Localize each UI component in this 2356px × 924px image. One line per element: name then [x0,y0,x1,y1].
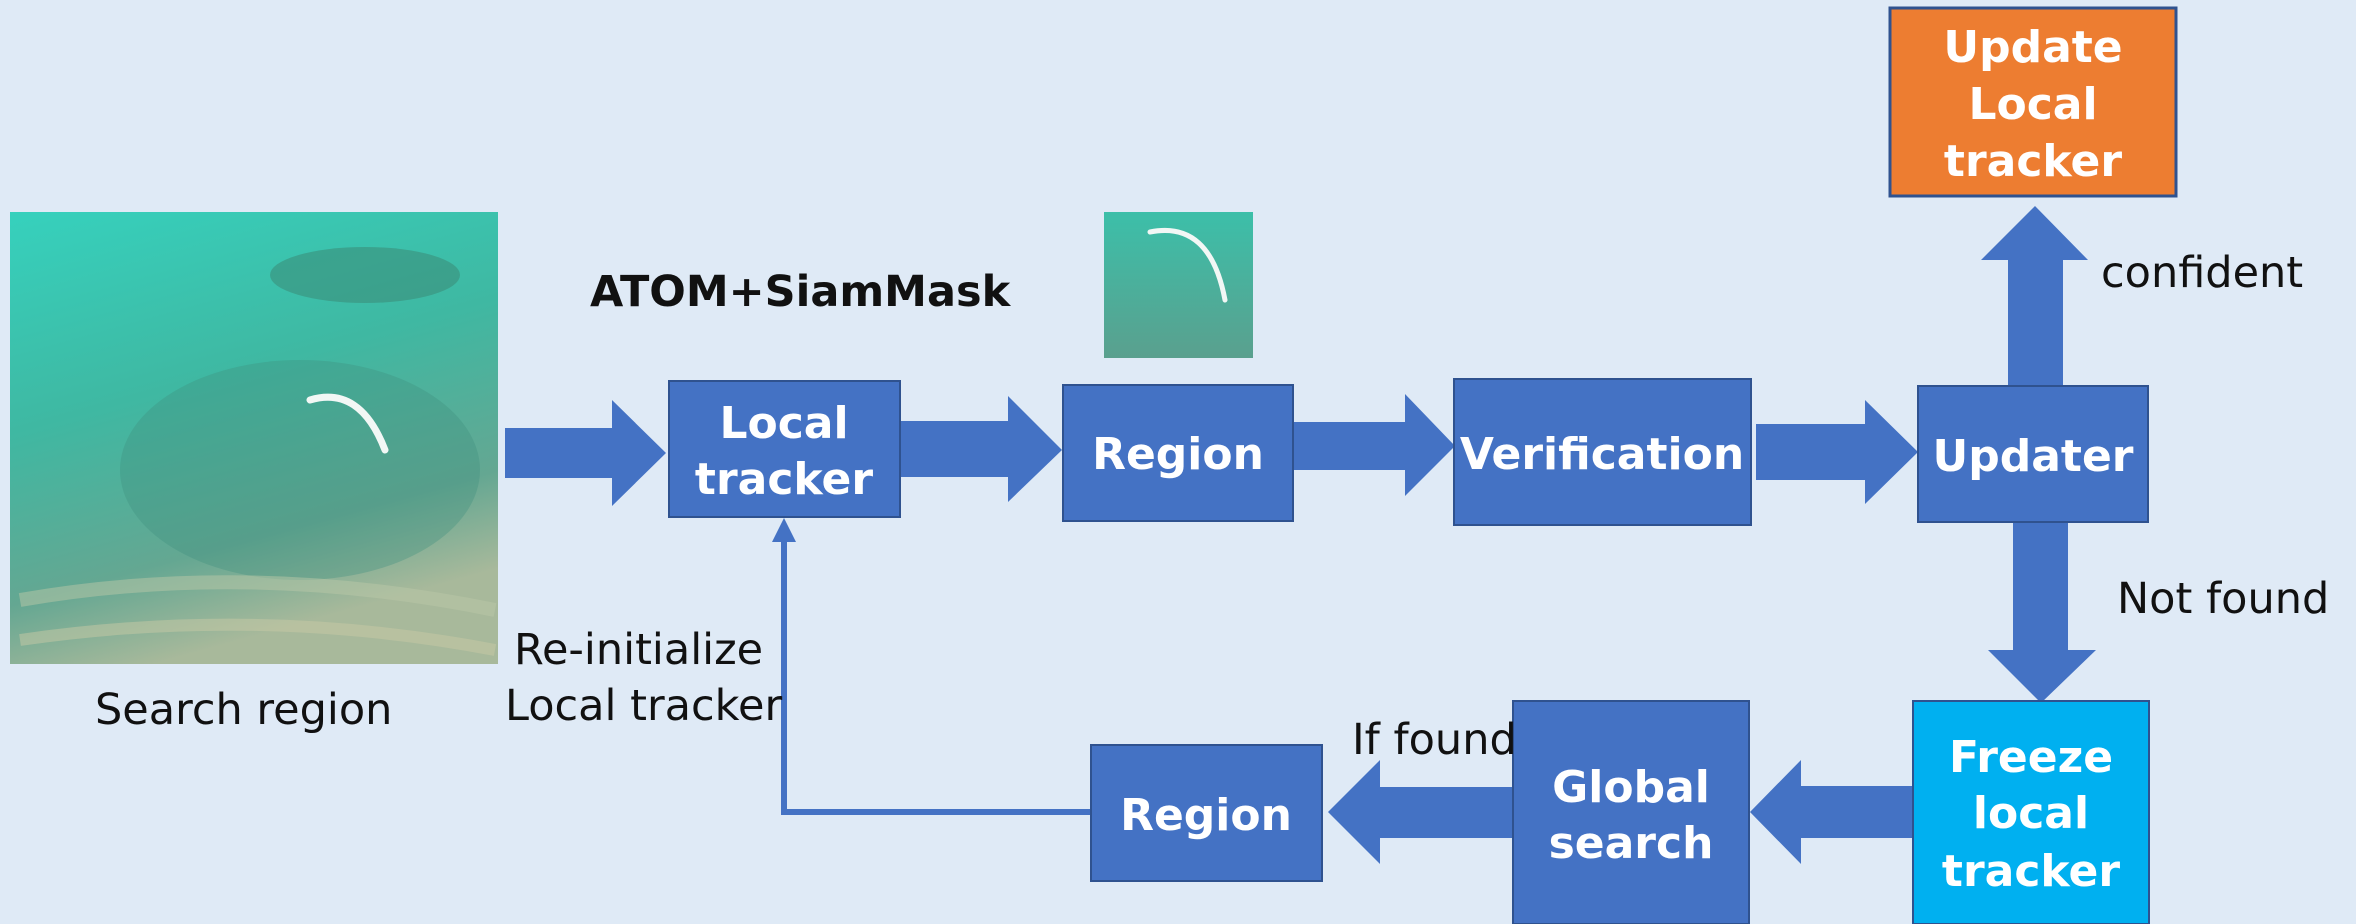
node-freeze-local-tracker: Freeze local tracker [1912,700,2150,924]
search-region-image [10,212,498,664]
edge-label-reinit-line-2: Local tracker [505,681,782,731]
node-verification: Verification [1453,378,1752,526]
node-freeze-line-2: local [1973,788,2089,839]
arrow-global-search-to-region [1328,760,1513,864]
arrow-freeze-to-global-search [1750,760,1913,864]
search-region-caption: Search region [95,685,392,735]
node-update-line-2: Local [1968,79,2097,130]
edge-label-not-found: Not found [2117,574,2329,624]
edge-label-if-found: If found [1352,715,1517,765]
node-region-top: Region [1062,384,1294,522]
arrow-updater-to-freeze [1988,520,2096,703]
node-updater: Updater [1917,385,2149,523]
node-local-tracker: Local tracker [668,380,901,518]
edge-label-confident: confident [2101,248,2303,298]
region-thumbnail [1104,212,1253,358]
arrow-region-to-verification [1293,394,1455,496]
node-region-bottom: Region [1090,744,1323,882]
reinitialize-line [772,518,1091,815]
arrow-image-to-local-tracker [505,400,666,506]
arrow-updater-to-update [1981,206,2088,386]
arrow-verification-to-updater [1756,400,1918,504]
node-global-search: Global search [1512,700,1750,924]
arrow-local-tracker-to-region [900,396,1062,502]
node-global-search-line-1: Global [1552,762,1710,813]
node-region-bottom-label: Region [1120,790,1292,841]
node-global-search-line-2: search [1549,818,1714,869]
node-freeze-line-1: Freeze [1949,732,2113,783]
diagram-title: ATOM+SiamMask [590,267,1012,317]
node-update-line-1: Update [1943,22,2122,73]
edge-label-reinit-line-1: Re-initialize [514,625,763,675]
node-updater-label: Updater [1933,431,2134,482]
node-verification-label: Verification [1460,429,1744,480]
node-update-line-3: tracker [1944,136,2122,187]
node-freeze-line-3: tracker [1942,846,2120,897]
node-local-tracker-line-2: tracker [695,454,873,505]
node-local-tracker-line-1: Local [719,398,848,449]
node-region-top-label: Region [1092,429,1264,480]
node-update-local-tracker: Update Local tracker [1888,6,2178,198]
